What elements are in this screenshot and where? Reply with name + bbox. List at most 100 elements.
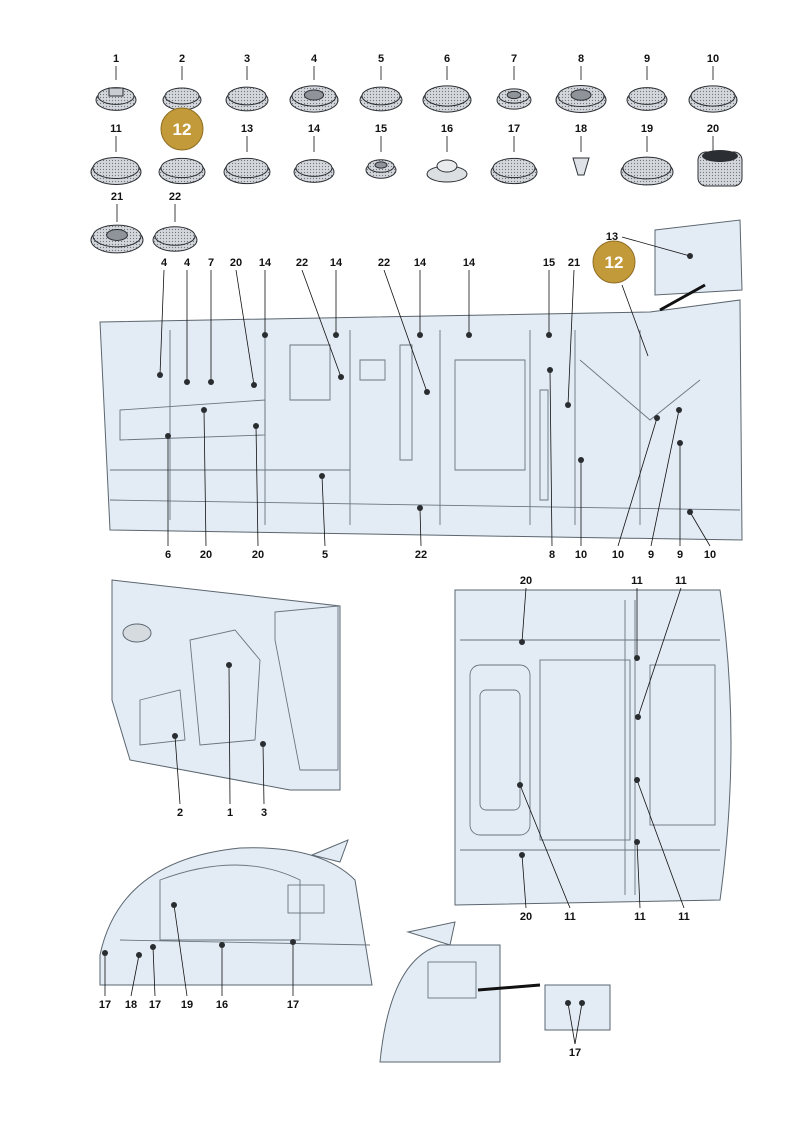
part-17[interactable]: 17 — [490, 123, 538, 185]
part-number-3: 3 — [244, 53, 250, 65]
part-20[interactable]: 20 — [697, 123, 743, 187]
grommet-hole — [253, 423, 259, 429]
part-21[interactable]: 21 — [90, 191, 144, 254]
part-15[interactable]: 15 — [365, 123, 397, 179]
wheelarch-callouts: 2 1 3 — [172, 662, 267, 819]
part-8[interactable]: 8 — [555, 53, 607, 113]
callout-bottom-10: 10 — [704, 549, 716, 561]
part-3[interactable]: 3 — [225, 53, 269, 112]
wheelarch-view — [111, 579, 341, 791]
callout-top-0: 4 — [161, 257, 168, 269]
grommet-hole — [677, 440, 683, 446]
leader-line — [419, 507, 422, 547]
grommet-hole — [136, 952, 142, 958]
part-1[interactable]: 1 — [95, 53, 137, 111]
callout-bottom-3: 5 — [322, 549, 328, 561]
rear-callout-0: 17 — [99, 999, 111, 1011]
part-5[interactable]: 5 — [359, 53, 403, 112]
leader-line — [567, 1002, 576, 1045]
underbody-top-1: 11 — [631, 575, 643, 587]
part-number-21: 21 — [111, 191, 123, 203]
wheelarch-callout-2: 3 — [261, 807, 267, 819]
callout-top-4: 14 — [259, 257, 272, 269]
part-number-20: 20 — [707, 123, 719, 135]
rear-quarter-view — [99, 839, 373, 986]
badge-12-label: 12 — [173, 120, 192, 139]
grommet-hole — [172, 733, 178, 739]
underbody-top-0: 20 — [520, 575, 532, 587]
rear-callout-3: 19 — [181, 999, 193, 1011]
grommet-hole — [319, 473, 325, 479]
part-14[interactable]: 14 — [293, 123, 335, 183]
callout-bottom-7: 10 — [612, 549, 624, 561]
part-19[interactable]: 19 — [620, 123, 674, 186]
leader-line — [617, 417, 658, 547]
grommet-hole — [417, 505, 423, 511]
part-number-7: 7 — [511, 53, 517, 65]
leader-line — [636, 841, 641, 909]
part-9[interactable]: 9 — [626, 53, 668, 111]
part-13[interactable]: 13 — [223, 123, 271, 185]
callout-top-9: 14 — [463, 257, 476, 269]
callout-bottom-4: 22 — [415, 549, 427, 561]
part-11[interactable]: 11 — [90, 123, 142, 185]
grommet-hole — [184, 379, 190, 385]
part-number-15: 15 — [375, 123, 387, 135]
part-number-9: 9 — [644, 53, 650, 65]
grommet-hole — [634, 777, 640, 783]
callout-top-6: 14 — [330, 257, 343, 269]
part-18[interactable]: 18 — [572, 123, 590, 176]
leader-line — [574, 1002, 583, 1045]
part-7[interactable]: 7 — [496, 53, 532, 110]
part-number-8: 8 — [578, 53, 584, 65]
main-floor-view — [99, 219, 743, 541]
grommet-hole — [676, 407, 682, 413]
grommet-hole — [251, 382, 257, 388]
grommet-hole — [262, 332, 268, 338]
leader-line — [689, 511, 711, 547]
leader-line — [383, 269, 428, 393]
leader-line — [321, 475, 326, 547]
grommet-hole — [201, 407, 207, 413]
part-4[interactable]: 4 — [289, 53, 339, 113]
grommet-hole — [634, 655, 640, 661]
grommet-hole — [333, 332, 339, 338]
part-number-5: 5 — [378, 53, 384, 65]
part-number-18: 18 — [575, 123, 587, 135]
badge-12-main[interactable]: 12 — [592, 240, 636, 284]
leader-line — [130, 954, 140, 997]
underbody-view — [454, 589, 732, 906]
callout-top-11: 21 — [568, 257, 580, 269]
leader-line — [159, 269, 165, 376]
underbody-bottom-3: 11 — [678, 911, 690, 923]
part-16[interactable]: 16 — [426, 123, 468, 183]
part-22[interactable]: 22 — [152, 191, 198, 252]
callout-bottom-8: 9 — [648, 549, 654, 561]
part-12[interactable] — [158, 157, 206, 185]
callout-top-1: 4 — [184, 257, 191, 269]
part-2[interactable]: 2 — [162, 53, 202, 111]
leader-line — [549, 369, 553, 547]
grommet-hole — [546, 332, 552, 338]
part-number-22: 22 — [169, 191, 181, 203]
callout-bottom-6: 10 — [575, 549, 587, 561]
grommet-hole — [517, 782, 523, 788]
leader-line — [301, 269, 342, 378]
detail-view-callouts: 17 — [565, 1000, 585, 1059]
grommet-hole — [578, 457, 584, 463]
wheelarch-callout-0: 2 — [177, 807, 183, 819]
badge-12-catalog[interactable]: 12 — [160, 107, 204, 151]
part-6[interactable]: 6 — [422, 53, 472, 113]
part-number-6: 6 — [444, 53, 450, 65]
grommet-hole — [565, 1000, 571, 1006]
rear-callout-5: 17 — [287, 999, 299, 1011]
part-number-1: 1 — [113, 53, 119, 65]
grommet-hole — [417, 332, 423, 338]
leader-line — [519, 784, 571, 909]
callout-bottom-1: 20 — [200, 549, 212, 561]
wheelarch-callout-1: 1 — [227, 807, 233, 819]
part-10[interactable]: 10 — [688, 53, 738, 113]
